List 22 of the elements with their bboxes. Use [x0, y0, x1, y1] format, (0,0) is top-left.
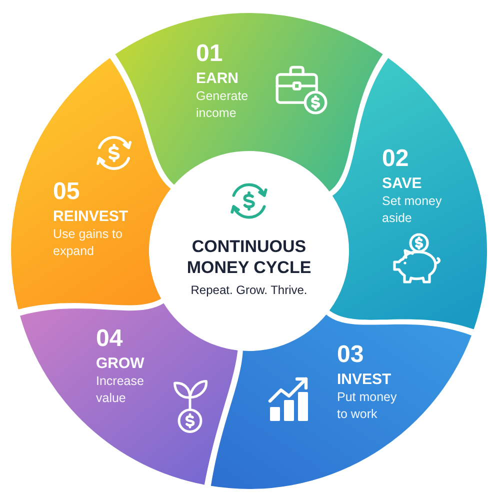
step-number: 01: [196, 41, 223, 67]
step-number: 05: [53, 179, 80, 205]
step-description: Use gains to expand: [53, 226, 124, 260]
step-description: Generate income: [196, 88, 250, 122]
ring-segment: [20, 303, 238, 485]
step-title: REINVEST: [53, 208, 128, 226]
step-number: 04: [96, 326, 123, 352]
ring-segment: [210, 314, 472, 489]
cycle-title: CONTINUOUS MONEY CYCLE: [186, 236, 312, 278]
step-title: GROW: [96, 355, 144, 373]
step-title: INVEST: [337, 371, 392, 389]
tagline: Repeat. Grow. Thrive.: [190, 283, 308, 297]
step-title: EARN: [196, 70, 239, 88]
step-description: Set money aside: [382, 193, 443, 227]
step-number: 03: [337, 342, 364, 368]
step-title: SAVE: [382, 175, 422, 193]
step-number: 02: [382, 146, 409, 172]
ring-segment: [115, 13, 383, 192]
ring-segment: [329, 58, 487, 330]
step-description: Increase value: [96, 373, 145, 407]
step-description: Put money to work: [337, 389, 398, 423]
ring-segment: [11, 58, 171, 310]
